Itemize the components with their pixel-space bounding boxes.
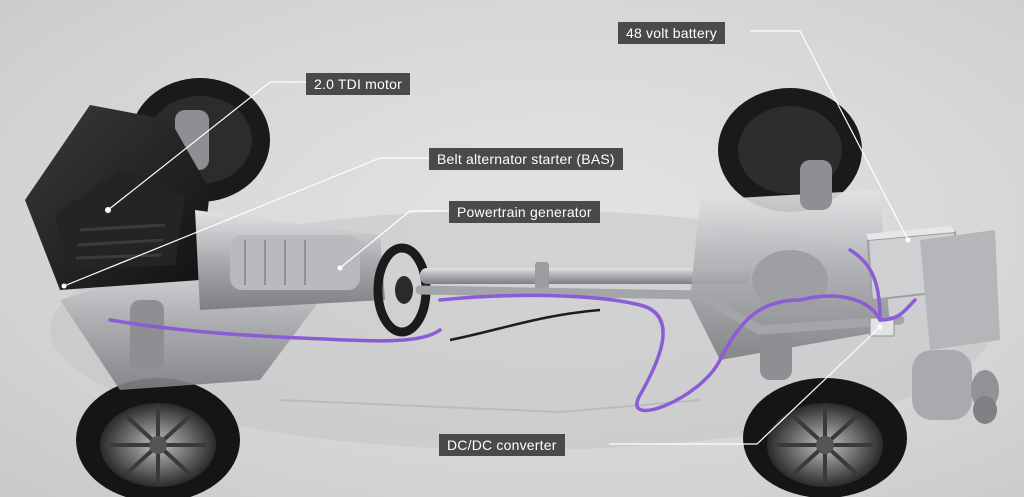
front-lower-wheel [76, 378, 240, 497]
rear-lower-wheel [743, 378, 907, 497]
bas-callout: Belt alternator starter (BAS) [429, 148, 623, 170]
wiring-harness [108, 248, 917, 413]
tdi-motor-callout: 2.0 TDI motor [306, 73, 410, 95]
driveshaft [420, 262, 750, 290]
transmission [195, 210, 385, 310]
engine-block [25, 105, 210, 290]
muffler [912, 230, 1000, 424]
battery-callout: 48 volt battery [618, 22, 725, 44]
generator-callout: Powertrain generator [449, 201, 600, 223]
dcdc-callout: DC/DC converter [439, 434, 565, 456]
